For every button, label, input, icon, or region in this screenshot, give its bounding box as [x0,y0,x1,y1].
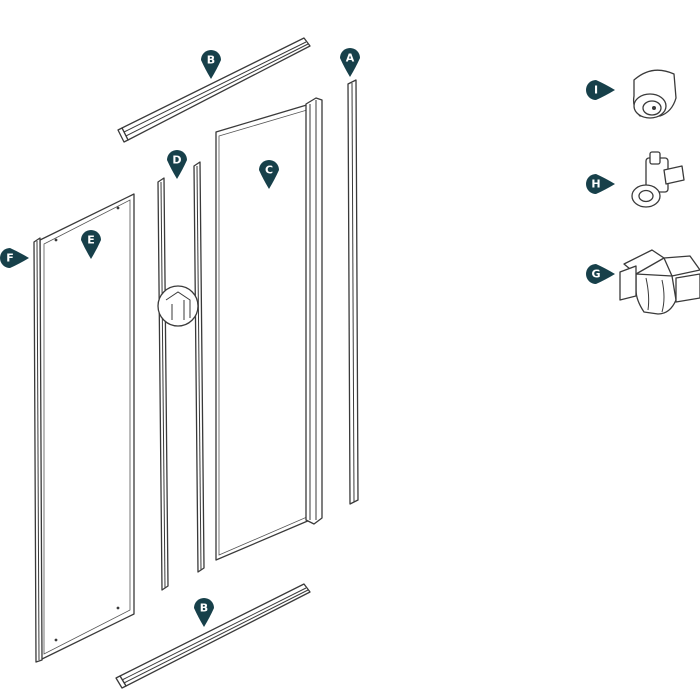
marker-pin-shape [0,248,29,268]
marker-b-bottom: B [194,598,214,627]
marker-pin-shape [586,80,615,100]
marker-g: G [586,264,615,284]
marker-f: F [0,248,29,268]
top-rail-part-b [117,37,311,143]
marker-label: B [200,602,208,615]
marker-pin-shape [586,174,615,194]
marker-h: H [586,174,615,194]
marker-label: I [594,84,598,97]
marker-pin-shape [201,50,221,79]
sliding-door-part-c [215,97,323,561]
bottom-rail-part-b [115,583,311,689]
marker-label: B [207,54,215,67]
marker-b-top: B [201,50,221,79]
marker-e: E [81,230,101,259]
corner-connector-part-g [619,249,700,315]
marker-label: G [591,268,600,281]
roller-bracket-part-h [631,151,685,208]
marker-label: E [87,234,95,247]
vertical-profile-part-d [157,161,205,591]
marker-i: I [586,80,615,100]
marker-pin-shape [586,264,615,284]
marker-label: A [346,52,355,65]
marker-d: D [167,150,187,179]
marker-layer: B A D C E F B I H G [0,48,615,627]
marker-pin-shape [81,230,101,259]
fixed-panel-part-e [39,193,135,661]
marker-label: H [591,178,600,191]
wall-profile-part-a [347,79,359,505]
marker-a: A [340,48,360,77]
marker-pin-shape [194,598,214,627]
marker-pin-shape [259,160,279,189]
marker-pin-shape [167,150,187,179]
marker-label: D [172,154,181,167]
marker-label: C [265,164,273,177]
marker-label: F [6,252,14,265]
panel-profile-part-f [33,237,43,663]
marker-pin-shape [340,48,360,77]
roller-part-i [632,69,677,119]
marker-c: C [259,160,279,189]
